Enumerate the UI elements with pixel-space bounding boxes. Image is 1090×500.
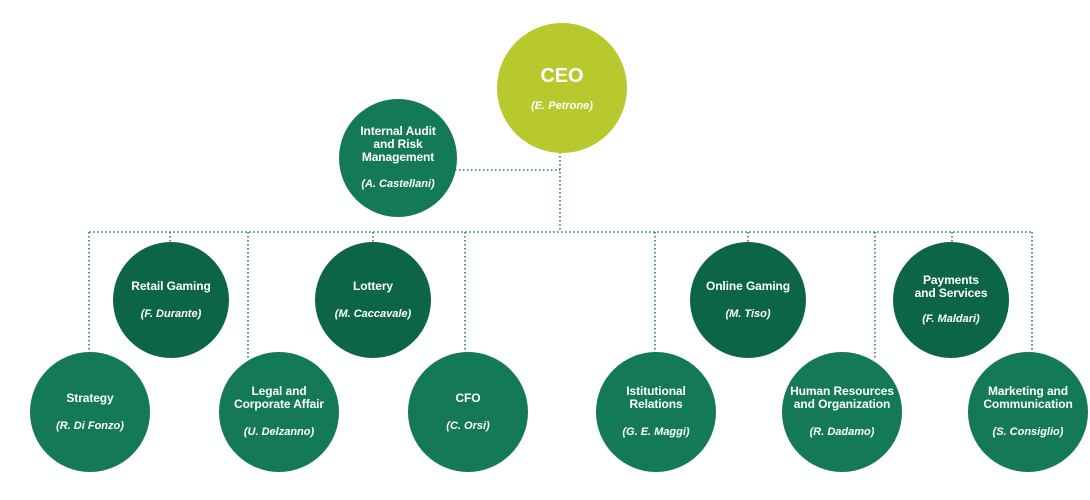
payments-node[interactable]: Payments and Services (F. Maldari) [893, 242, 1009, 358]
payments-name: (F. Maldari) [922, 313, 980, 325]
institutional-relations-name: (G. E. Maggi) [622, 426, 690, 438]
online-gaming-name: (M. Tiso) [725, 307, 771, 320]
online-gaming-title: Online Gaming [705, 278, 791, 293]
legal-title: Legal and Corporate Affair [234, 384, 324, 411]
online-gaming-node[interactable]: Online Gaming (M. Tiso) [690, 242, 806, 358]
cfo-name: (C. Orsi) [446, 419, 490, 432]
ceo-title: CEO [540, 64, 584, 87]
cfo-node[interactable]: CFO (C. Orsi) [408, 352, 528, 472]
retail-gaming-title: Retail Gaming [131, 278, 211, 293]
internal-audit-name: (A. Castellani) [361, 178, 435, 190]
legal-node[interactable]: Legal and Corporate Affair (U. Delzanno) [219, 352, 339, 472]
lottery-title: Lottery [353, 278, 393, 293]
marketing-title: Marketing and Communication [983, 384, 1073, 411]
cfo-title: CFO [455, 390, 481, 405]
internal-audit-title: Internal Audit and Risk Management [360, 124, 436, 164]
marketing-node[interactable]: Marketing and Communication (S. Consigli… [968, 352, 1088, 472]
ceo-node[interactable]: CEO (E. Petrone) [497, 23, 627, 153]
strategy-node[interactable]: Strategy (R. Di Fonzo) [30, 352, 150, 472]
institutional-relations-title: Istitutional Relations [626, 384, 686, 411]
institutional-relations-node[interactable]: Istitutional Relations (G. E. Maggi) [596, 352, 716, 472]
lottery-node[interactable]: Lottery (M. Caccavale) [315, 242, 431, 358]
hr-name: (R. Dadamo) [809, 426, 875, 438]
hr-node[interactable]: Human Resources and Organization (R. Dad… [782, 352, 902, 472]
legal-name: (U. Delzanno) [243, 426, 315, 438]
internal-audit-node[interactable]: Internal Audit and Risk Management (A. C… [339, 99, 457, 217]
payments-title: Payments and Services [914, 273, 988, 300]
strategy-title: Strategy [66, 390, 114, 405]
marketing-name: (S. Consiglio) [992, 426, 1064, 438]
retail-gaming-node[interactable]: Retail Gaming (F. Durante) [113, 242, 229, 358]
retail-gaming-name: (F. Durante) [140, 307, 202, 320]
hr-title: Human Resources and Organization [790, 384, 894, 411]
lottery-name: (M. Caccavale) [334, 307, 412, 320]
strategy-name: (R. Di Fonzo) [56, 419, 124, 432]
ceo-name: (E. Petrone) [531, 99, 593, 112]
